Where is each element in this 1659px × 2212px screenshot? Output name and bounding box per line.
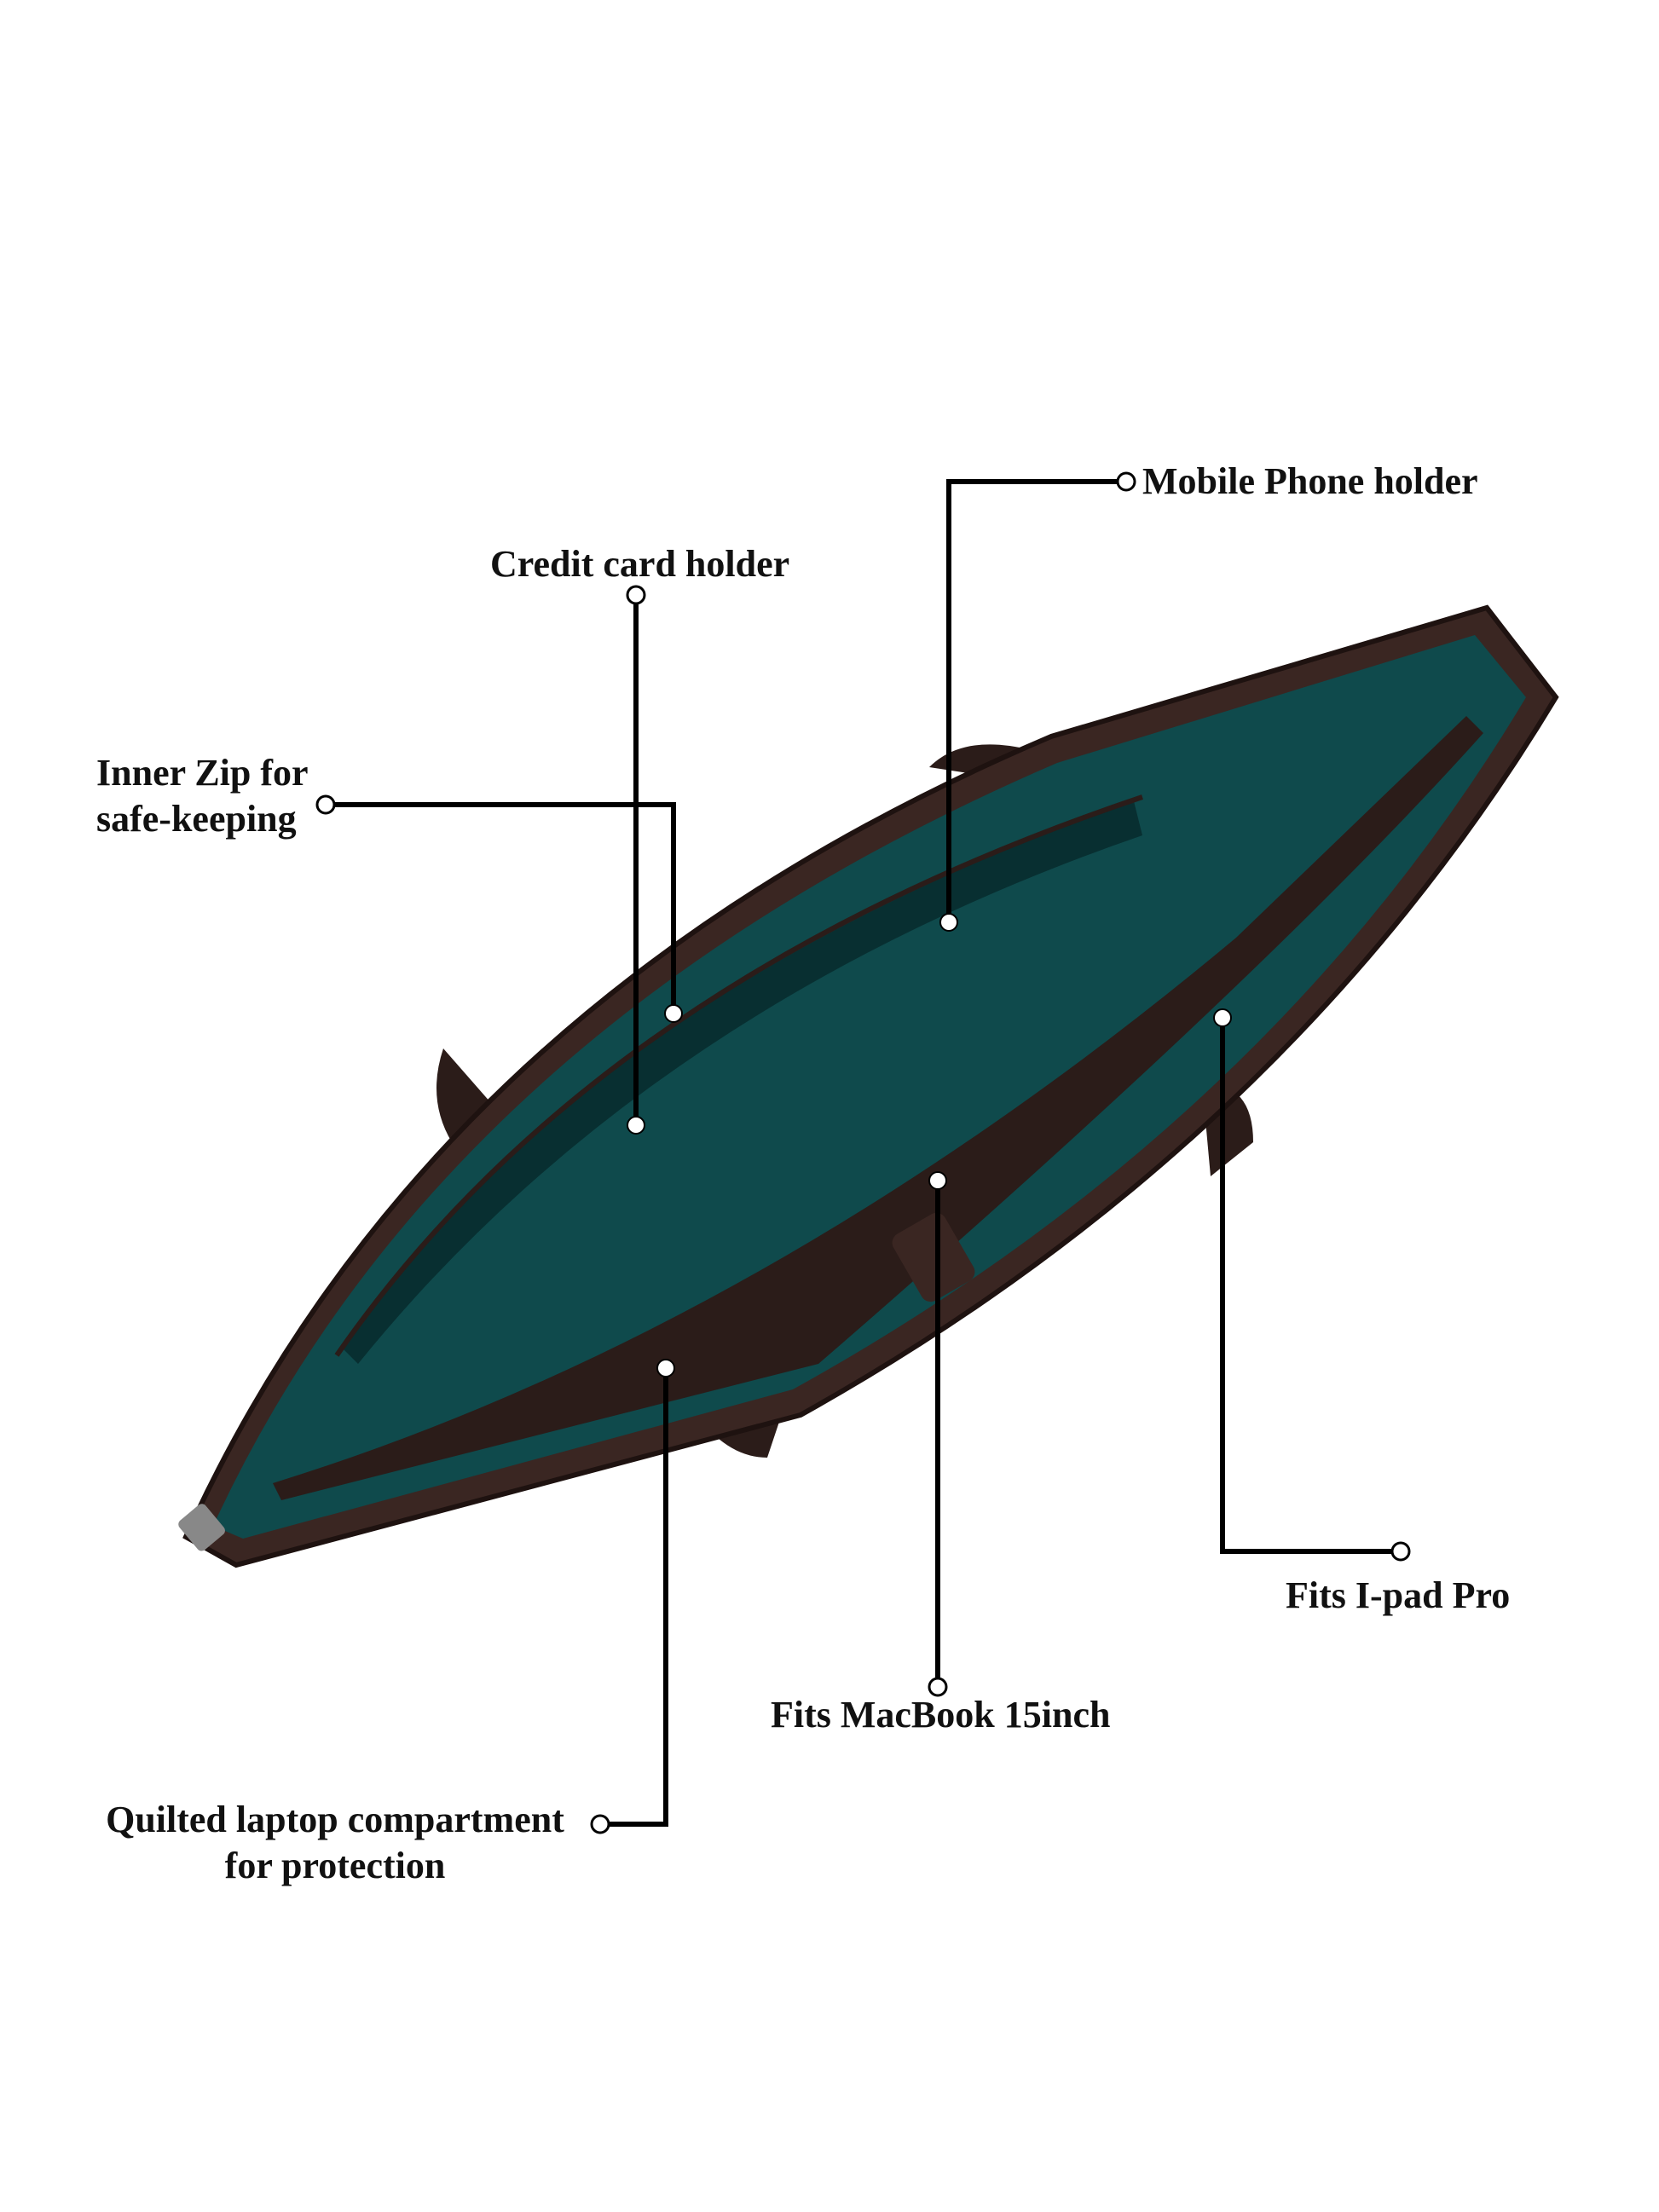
end-circle-ipad (1390, 1541, 1411, 1562)
pocket-tab (892, 1212, 975, 1302)
label-end-circles (315, 471, 1411, 1834)
inner-zip-pocket (341, 801, 1142, 1364)
end-circle-credit (626, 585, 646, 605)
zip-line-top (334, 794, 1143, 1357)
label-inner-zip-line2: safe-keeping (96, 798, 297, 840)
end-circle-zip (315, 794, 336, 815)
leader-ipad (1220, 1018, 1401, 1554)
target-dots (627, 913, 1232, 1377)
label-inner-zip-line1: Inner Zip for (96, 752, 309, 794)
label-macbook: Fits MacBook 15inch (771, 1694, 1111, 1736)
end-circle-mobile (1116, 471, 1136, 492)
dot-mobile (939, 913, 958, 932)
label-quilted-line2: for protection (224, 1845, 446, 1886)
zip-pull (178, 1504, 225, 1551)
leader-mobile-phone (946, 479, 1126, 922)
label-quilted-line1: Quilted laptop compartment (106, 1799, 564, 1840)
label-mobile-phone-holder: Mobile Phone holder (1142, 460, 1478, 502)
end-circle-quilted (590, 1814, 610, 1834)
label-quilted-compartment: Quilted laptop compartment for protectio… (96, 1797, 574, 1889)
leader-inner-zip (326, 802, 676, 1014)
label-inner-zip: Inner Zip for safe-keeping (96, 750, 309, 842)
leader-lines (326, 479, 1401, 1827)
dot-macbook (928, 1171, 947, 1190)
end-circle-macbook (928, 1677, 948, 1697)
dot-credit (627, 1116, 645, 1135)
leader-quilted (600, 1368, 668, 1827)
bag-lining (213, 635, 1526, 1539)
dot-ipad (1213, 1008, 1232, 1027)
label-credit-card-holder: Credit card holder (490, 543, 790, 585)
label-ipad-pro: Fits I-pad Pro (1286, 1574, 1511, 1616)
dot-quilted (656, 1359, 675, 1377)
dot-zip (664, 1004, 683, 1023)
